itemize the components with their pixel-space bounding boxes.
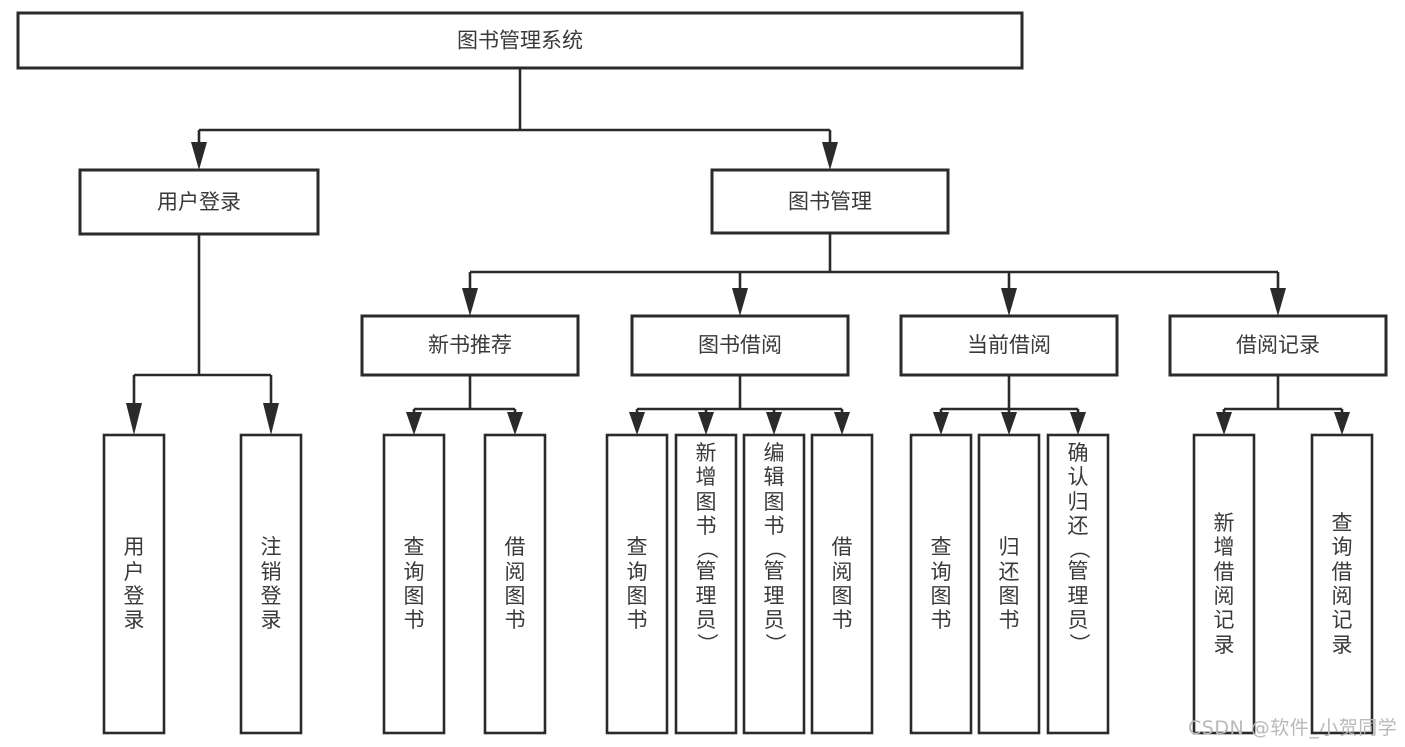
node-user-login-box[interactable] <box>78 168 320 236</box>
node-book-borrow-box[interactable] <box>630 314 850 377</box>
node-new-book-recommend[interactable]: 新书推荐 <box>360 314 580 377</box>
leaf-box-add-book[interactable] <box>674 433 738 735</box>
node-book-management-box[interactable] <box>710 168 950 235</box>
leaf-box-query-book-b[interactable] <box>605 433 669 735</box>
node-layer: 图书管理系统 用户登录 图书管理 新书推荐 图书借阅 当前 <box>16 11 1388 735</box>
leaf-box-return-book[interactable] <box>977 433 1041 735</box>
node-root[interactable]: 图书管理系统 <box>16 11 1024 70</box>
leaf-box-add-record[interactable] <box>1192 433 1256 735</box>
node-borrow-records-label: 借阅记录 <box>1236 333 1320 357</box>
node-new-book-recommend-label: 新书推荐 <box>428 333 512 357</box>
leaf-box-query-record[interactable] <box>1310 433 1374 735</box>
arrow-leaf-query-book-b <box>629 412 645 435</box>
arrow-to-borrow-records <box>1270 288 1286 316</box>
node-user-login-label: 用户登录 <box>157 190 241 214</box>
leaf-box-borrow-book-a[interactable] <box>483 433 547 735</box>
node-book-borrow[interactable]: 图书借阅 <box>630 314 850 377</box>
arrow-leaf-borrow-book-b <box>834 412 850 435</box>
arrow-leaf-add-book <box>698 412 714 435</box>
leaf-box-user-login[interactable] <box>102 433 166 735</box>
leaf-box-confirm-return[interactable] <box>1046 433 1110 735</box>
node-new-book-recommend-box[interactable] <box>360 314 580 377</box>
arrow-leaf-edit-book <box>766 412 782 435</box>
node-book-borrow-label: 图书借阅 <box>698 333 782 357</box>
arrow-leaf-logout <box>263 403 279 435</box>
node-root-label: 图书管理系统 <box>457 29 583 53</box>
leaf-box-edit-book[interactable] <box>742 433 806 735</box>
leaf-box-borrow-book-b[interactable] <box>810 433 874 735</box>
arrow-leaf-return-book <box>1001 412 1017 435</box>
leaf-box-query-book-a[interactable] <box>382 433 446 735</box>
arrow-to-current-borrow <box>1001 288 1017 316</box>
arrow-to-book-borrow <box>732 288 748 316</box>
arrow-leaf-query-book-c <box>933 412 949 435</box>
node-borrow-records[interactable]: 借阅记录 <box>1168 314 1388 377</box>
node-borrow-records-box[interactable] <box>1168 314 1388 377</box>
node-current-borrow-box[interactable] <box>899 314 1119 377</box>
node-user-login[interactable]: 用户登录 <box>78 168 320 236</box>
leaf-box-query-book-c[interactable] <box>909 433 973 735</box>
arrow-leaf-add-record <box>1216 412 1232 435</box>
arrow-to-userlogin <box>191 142 207 170</box>
arrow-leaf-confirm-return <box>1070 412 1086 435</box>
arrow-leaf-query-book-a <box>406 412 422 435</box>
node-book-management[interactable]: 图书管理 <box>710 168 950 235</box>
arrow-leaf-borrow-book-a <box>507 412 523 435</box>
arrow-to-new-book <box>462 288 478 316</box>
arrow-leaf-user-login <box>126 403 142 435</box>
arrow-leaf-query-record <box>1334 412 1350 435</box>
node-root-box[interactable] <box>16 11 1024 70</box>
leaf-box-logout[interactable] <box>239 433 303 735</box>
connector-layer <box>126 68 1350 435</box>
node-current-borrow[interactable]: 当前借阅 <box>899 314 1119 377</box>
node-current-borrow-label: 当前借阅 <box>967 333 1051 357</box>
arrow-to-bookmgmt <box>822 142 838 170</box>
node-book-management-label: 图书管理 <box>788 190 872 214</box>
